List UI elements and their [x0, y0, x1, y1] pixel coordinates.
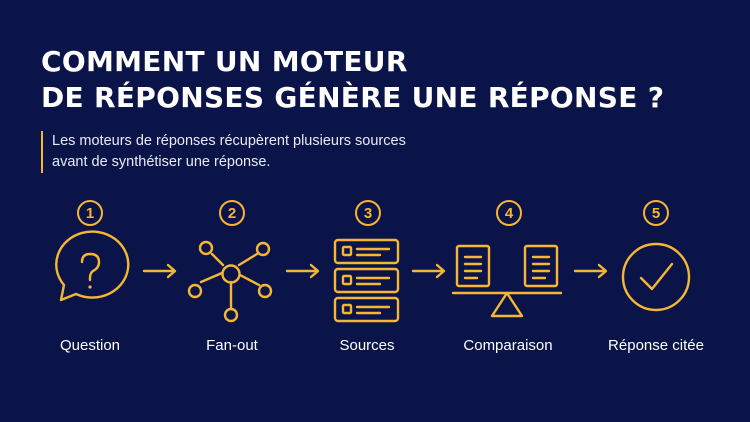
step-1-number: 1 [77, 200, 103, 226]
title-line-1: COMMENT UN MOTEUR [41, 45, 408, 78]
step-2-number: 2 [219, 200, 245, 226]
arrow-1-icon [142, 263, 177, 279]
page-title: COMMENT UN MOTEUR DE RÉPONSES GÉNÈRE UNE… [41, 44, 664, 116]
step-4-number: 4 [496, 200, 522, 226]
step-3-label: Sources [339, 337, 395, 354]
stacked-sources-icon [333, 238, 400, 323]
arrow-4-icon [573, 263, 608, 279]
subtitle-line-2: avant de synthétiser une réponse. [52, 154, 271, 170]
question-bubble-icon [55, 230, 130, 302]
arrow-3-icon [411, 263, 446, 279]
title-line-2: DE RÉPONSES GÉNÈRE UNE RÉPONSE ? [41, 81, 665, 114]
subtitle: Les moteurs de réponses récupèrent plusi… [41, 131, 406, 173]
subtitle-line-1: Les moteurs de réponses récupèrent plusi… [52, 133, 406, 149]
network-fan-out-icon [187, 240, 273, 323]
step-1-label: Question [59, 337, 121, 354]
check-circle-icon [621, 242, 691, 312]
balance-documents-icon [451, 244, 563, 318]
step-3-number: 3 [355, 200, 381, 226]
step-5-label: Réponse citée [608, 337, 704, 354]
arrow-2-icon [285, 263, 320, 279]
step-4-label: Comparaison [463, 337, 553, 354]
step-2-label: Fan-out [206, 337, 258, 354]
step-5-number: 5 [643, 200, 669, 226]
